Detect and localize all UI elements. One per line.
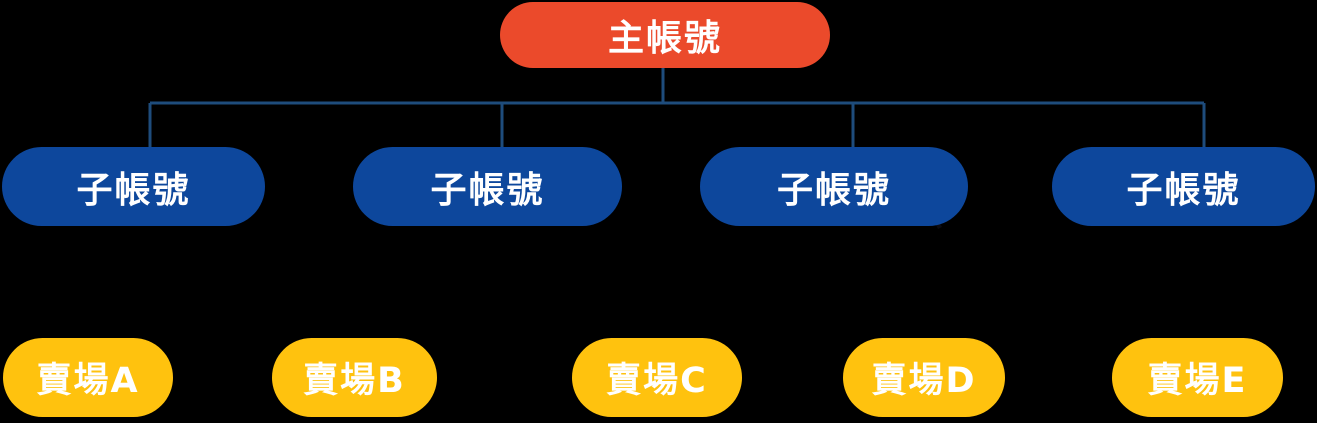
sub-account-label: 子帳號 bbox=[430, 169, 545, 211]
sub-account-label: 子帳號 bbox=[1126, 169, 1241, 211]
sub-account-node-3: 子帳號 bbox=[700, 147, 968, 226]
shop-label: 賣場B bbox=[303, 361, 406, 401]
shop-label: 賣場D bbox=[871, 361, 977, 401]
tree-connector-path bbox=[148, 68, 1206, 148]
sub-account-label: 子帳號 bbox=[776, 169, 891, 211]
sub-account-node-2: 子帳號 bbox=[353, 147, 622, 226]
shop-node-e: 賣場E bbox=[1112, 338, 1283, 417]
shop-node-b: 賣場B bbox=[272, 338, 437, 417]
shop-label: 賣場C bbox=[606, 361, 708, 401]
shop-label: 賣場E bbox=[1147, 361, 1248, 401]
sub-account-node-1: 子帳號 bbox=[2, 147, 265, 226]
shop-label: 賣場A bbox=[36, 361, 140, 401]
main-account-node: 主帳號 bbox=[500, 2, 830, 68]
sub-account-node-4: 子帳號 bbox=[1052, 147, 1315, 226]
main-account-label: 主帳號 bbox=[607, 18, 722, 59]
sub-account-label: 子帳號 bbox=[76, 169, 191, 211]
shop-node-a: 賣場A bbox=[3, 338, 173, 417]
shop-node-c: 賣場C bbox=[572, 338, 742, 417]
shop-node-d: 賣場D bbox=[843, 338, 1005, 417]
